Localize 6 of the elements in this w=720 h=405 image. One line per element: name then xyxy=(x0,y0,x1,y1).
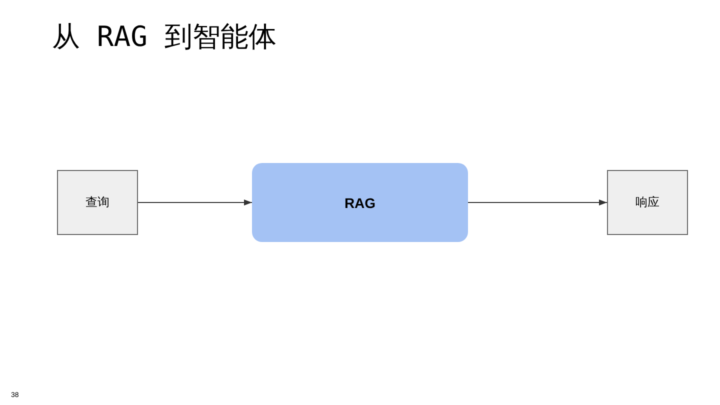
arrow xyxy=(468,200,608,206)
arrow xyxy=(138,200,252,206)
slide-title: 从 RAG 到智能体 xyxy=(52,19,276,55)
response-box: 响应 xyxy=(607,170,688,235)
process-box: RAG xyxy=(252,163,468,242)
query-box: 查询 xyxy=(57,170,138,235)
